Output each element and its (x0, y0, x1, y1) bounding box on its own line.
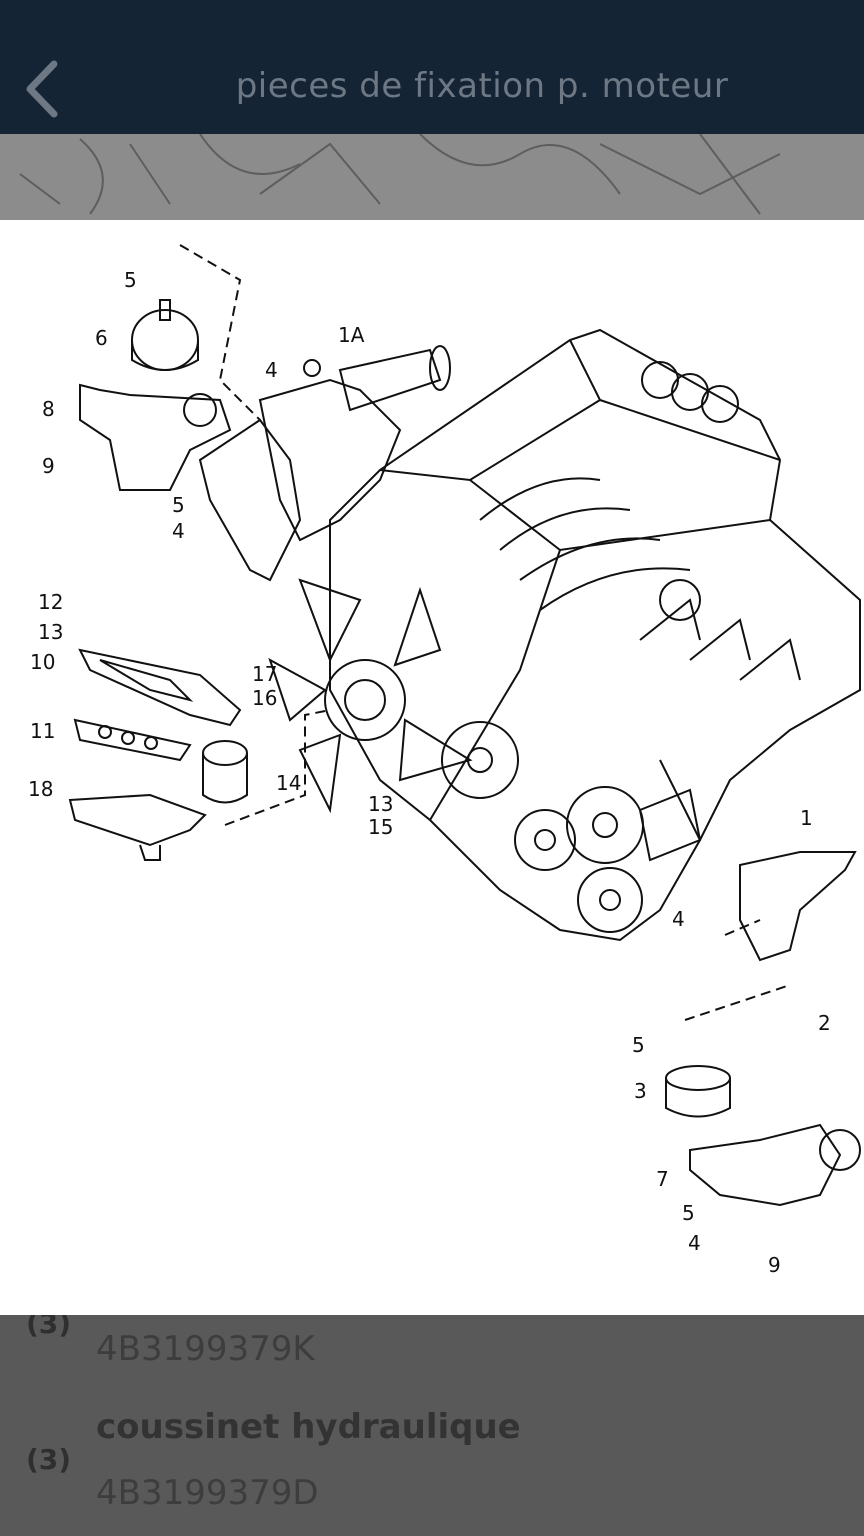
list-item-name[interactable]: coussinet hydraulique (96, 1407, 521, 1447)
callout-label[interactable]: 16 (252, 686, 277, 710)
callout-label[interactable]: 1A (338, 323, 365, 347)
back-button[interactable] (22, 58, 62, 120)
callout-label[interactable]: 5 (682, 1201, 695, 1225)
list-item-part-number[interactable]: 4B3199379D (96, 1473, 319, 1513)
callout-label[interactable]: 7 (656, 1167, 669, 1191)
callout-label[interactable]: 13 (368, 792, 393, 816)
callout-label[interactable]: 13 (38, 620, 63, 644)
callout-label[interactable]: 1 (800, 806, 813, 830)
chevron-left-icon (26, 60, 58, 118)
callout-label[interactable]: 18 (28, 777, 53, 801)
callout-label[interactable]: 10 (30, 650, 55, 674)
page-title: pieces de fixation p. moteur (235, 66, 729, 106)
callout-label[interactable]: 4 (672, 907, 685, 931)
callout-label[interactable]: 17 (252, 662, 277, 686)
callout-label[interactable]: 12 (38, 590, 63, 614)
callout-label[interactable]: 6 (95, 326, 108, 350)
parts-list: (3) 4B3199379K coussinet hydraulique (3)… (0, 1315, 864, 1536)
app-header: pieces de fixation p. moteur (0, 0, 864, 134)
callout-label[interactable]: 2 (818, 1011, 831, 1035)
list-item-index: (3) (26, 1315, 72, 1340)
callout-label[interactable]: 14 (276, 771, 301, 795)
callout-label[interactable]: 5 (124, 268, 137, 292)
list-item-part-number[interactable]: 4B3199379K (96, 1329, 315, 1369)
callout-label[interactable]: 3 (634, 1079, 647, 1103)
callout-label[interactable]: 9 (768, 1253, 781, 1277)
callout-label[interactable]: 9 (42, 454, 55, 478)
callout-label[interactable]: 11 (30, 719, 55, 743)
callout-label[interactable]: 5 (172, 493, 185, 517)
callout-label[interactable]: 4 (172, 519, 185, 543)
callout-label[interactable]: 8 (42, 397, 55, 421)
callout-label[interactable]: 15 (368, 815, 393, 839)
list-item-index: (3) (26, 1443, 72, 1476)
background-diagram-strip (0, 134, 864, 220)
callout-label[interactable]: 4 (265, 358, 278, 382)
callout-label[interactable]: 5 (632, 1033, 645, 1057)
callout-label[interactable]: 4 (688, 1231, 701, 1255)
